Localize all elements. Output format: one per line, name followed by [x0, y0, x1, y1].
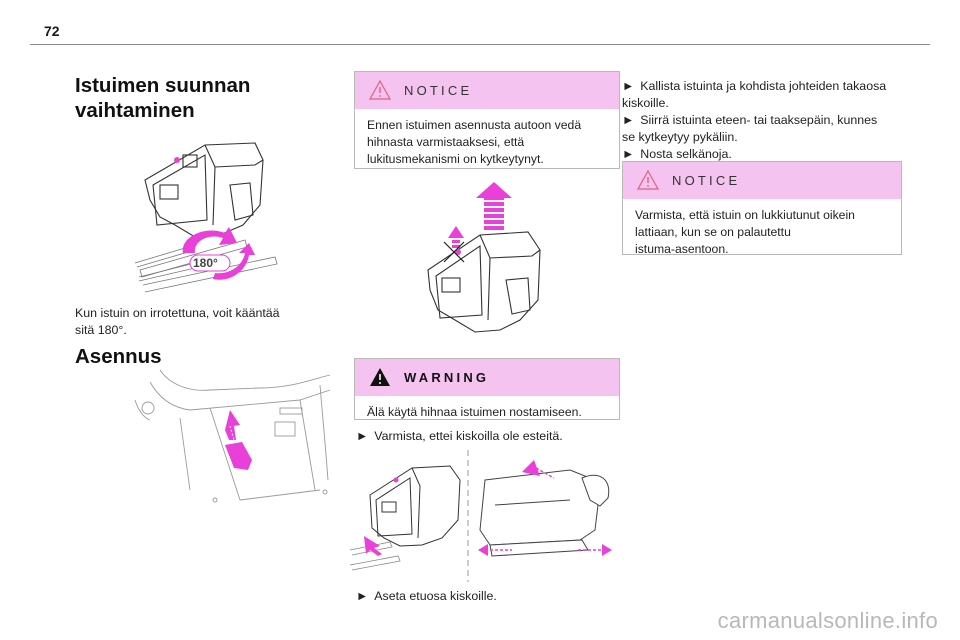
bullet-place-front: ► Aseta etuosa kiskoille. — [356, 588, 497, 605]
bullet-text: Aseta etuosa kiskoille. — [374, 589, 497, 603]
warning-line: Älä käytä hihnaa istuimen nostamiseen. — [367, 405, 582, 419]
header-rule — [30, 44, 930, 45]
notice-header: NOTICE — [355, 72, 619, 109]
heading-line-1: Istuimen suunnan — [75, 74, 251, 97]
bullet-arrow-icon: ► — [622, 147, 635, 161]
notice-line: Ennen istuimen asennusta autoon vedä — [367, 118, 582, 132]
up-arrow-icon — [476, 182, 512, 200]
watermark: carmanualsonline.info — [717, 608, 938, 633]
vehicle-floor-illustration — [134, 369, 331, 503]
bullet-text: Varmista, ettei kiskoilla ole esteitä. — [374, 429, 563, 443]
instruction-line: kiskoille. — [622, 95, 886, 112]
rotation-text-line-1: Kun istuin on irrotettuna, voit kääntää — [75, 306, 280, 320]
notice-body: Ennen istuimen asennusta autoon vedä hih… — [355, 109, 619, 176]
instruction-text: kiskoille. — [622, 96, 669, 110]
rotation-text: Kun istuin on irrotettuna, voit kääntää … — [75, 305, 280, 339]
bullet-arrow-icon: ► — [622, 79, 635, 93]
caution-triangle-icon — [636, 169, 660, 190]
notice-line: lukitusmekanismi on kytkeytynyt. — [367, 152, 544, 166]
instruction-text: Siirrä istuinta eteen- tai taaksepäin, k… — [640, 113, 878, 127]
section-heading-installation: Asennus — [75, 345, 162, 368]
warning-triangle-icon — [370, 368, 390, 386]
seat-lift-illustration — [427, 182, 541, 333]
instruction-line: ► Nosta selkänoja. — [622, 146, 886, 163]
notice-box-1: NOTICE Ennen istuimen asennusta autoon v… — [354, 71, 620, 169]
page-number: 72 — [44, 23, 60, 39]
section-heading-direction: Istuimen suunnan vaihtaminen — [75, 74, 250, 123]
seat-rails-illustration — [349, 450, 612, 582]
rotation-arrow-icon — [182, 227, 237, 253]
notice-title: NOTICE — [404, 83, 473, 98]
warning-header: WARNING — [355, 359, 619, 396]
seat-rotation-illustration — [134, 142, 278, 293]
notice-line: Varmista, että istuin on lukkiutunut oik… — [635, 208, 855, 222]
instruction-line: se kytkeytyy pykäliin. — [622, 129, 886, 146]
caution-triangle-icon — [368, 79, 392, 100]
rotation-label: 180° — [193, 256, 218, 270]
warning-box: WARNING Älä käytä hihnaa istuimen nostam… — [354, 358, 620, 420]
rotation-text-line-2: sitä 180°. — [75, 323, 127, 337]
notice-body: Varmista, että istuin on lukkiutunut oik… — [623, 199, 901, 266]
heading-line-2: vaihtaminen — [75, 98, 195, 122]
instruction-text: Nosta selkänoja. — [640, 147, 732, 161]
bullet-arrow-icon: ► — [356, 429, 369, 443]
notice-header: NOTICE — [623, 162, 901, 199]
instruction-line: ► Siirrä istuinta eteen- tai taaksepäin, … — [622, 112, 886, 129]
warning-title: WARNING — [404, 370, 490, 385]
notice-line: istuma-asentoon. — [635, 242, 729, 256]
notice-line: lattiaan, kun se on palautettu — [635, 225, 791, 239]
instruction-list: ► Kallista istuinta ja kohdista johteiden… — [622, 78, 886, 163]
bullet-check-rails: ► Varmista, ettei kiskoilla ole esteitä. — [356, 428, 563, 445]
notice-title: NOTICE — [672, 173, 741, 188]
instruction-line: ► Kallista istuinta ja kohdista johteiden… — [622, 78, 886, 95]
notice-line: hihnasta varmistaaksesi, että — [367, 135, 525, 149]
instruction-text: se kytkeytyy pykäliin. — [622, 130, 738, 144]
instruction-text: Kallista istuinta ja kohdista johteiden … — [640, 79, 887, 93]
bullet-arrow-icon: ► — [622, 113, 635, 127]
bullet-arrow-icon: ► — [356, 589, 369, 603]
warning-body: Älä käytä hihnaa istuimen nostamiseen. — [355, 396, 619, 429]
notice-box-2: NOTICE Varmista, että istuin on lukkiutu… — [622, 161, 902, 256]
